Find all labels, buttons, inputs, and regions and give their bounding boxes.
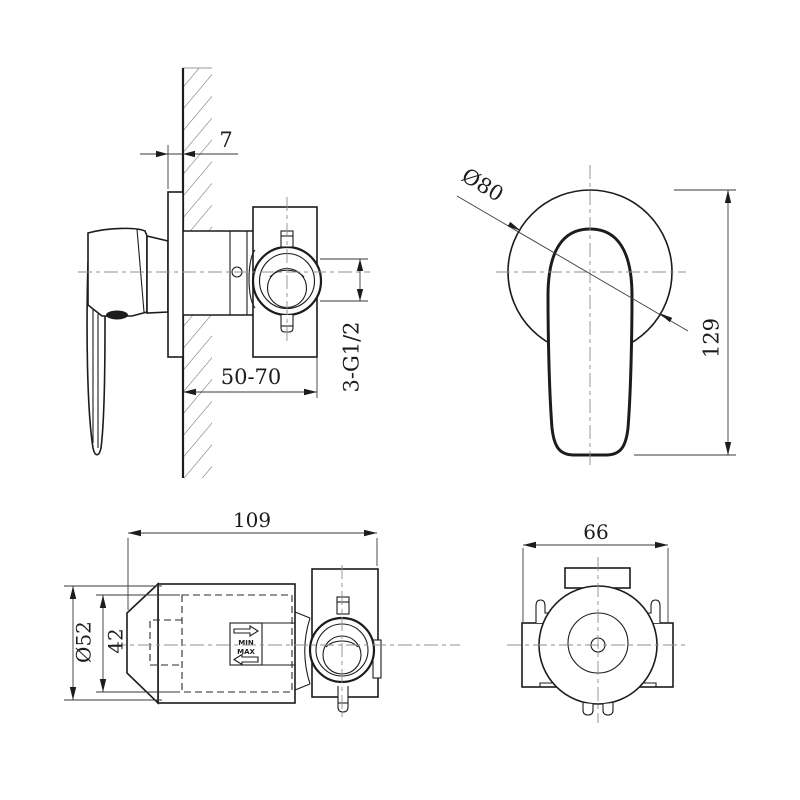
dim-overall-length: 109 — [127, 508, 378, 610]
wall-plate-side — [167, 191, 184, 358]
dim-label-plate-offset: 7 — [219, 128, 232, 152]
max-label: MAX — [237, 648, 255, 656]
bottom-tab-right — [602, 703, 614, 716]
dim-label-plate-diameter: Ø80 — [458, 163, 508, 206]
dim-label-plate-diameter-top: Ø52 — [72, 621, 96, 663]
mounting-box-side — [231, 206, 323, 358]
dim-plate-diameter-top: Ø52 — [64, 585, 162, 701]
mounting-box-top-view — [308, 568, 382, 713]
pipe-through-wall — [183, 230, 253, 316]
dim-label-overall-width: 66 — [583, 520, 608, 544]
max-arrow-icon — [232, 653, 259, 666]
min-arrow-icon — [233, 625, 260, 637]
min-max-marker: MIN MAX — [229, 622, 295, 666]
hub-connector-top — [294, 611, 311, 691]
top-view: MIN MAX — [64, 508, 460, 720]
dim-label-overall-height: 129 — [700, 318, 724, 358]
top-box-back-view — [564, 567, 631, 589]
dim-overall-width: 66 — [522, 520, 669, 622]
mixer-body-side — [87, 227, 169, 320]
dim-label-overall-length: 109 — [233, 508, 271, 532]
dim-inner-box-width: 42 — [96, 594, 180, 693]
dim-label-inner-box-width: 42 — [104, 628, 128, 653]
lever-slot — [106, 310, 128, 320]
hidden-box-outline — [149, 594, 293, 693]
side-section-view: 7 50-70 3-G1/2 — [78, 67, 370, 478]
front-view: Ø80 129 — [456, 163, 736, 468]
plate-top-view — [126, 582, 159, 705]
body-top-view — [157, 583, 296, 704]
dim-installation-depth: 50-70 — [183, 357, 318, 398]
min-label: MIN — [238, 639, 254, 647]
dim-label-thread-spec: 3-G1/2 — [340, 321, 364, 392]
top-pin-top-view — [336, 596, 350, 615]
wall-hatch-upper — [183, 68, 212, 231]
body-collar — [146, 234, 169, 314]
dim-label-installation-depth: 50-70 — [221, 365, 282, 389]
dim-plate-offset: 7 — [140, 128, 238, 189]
wall-hatch-lower — [183, 315, 212, 478]
dim-thread-spec: 3-G1/2 — [320, 258, 368, 393]
bottom-pin-top-view — [337, 686, 349, 713]
bottom-tab-left — [582, 703, 594, 716]
back-view: 66 — [507, 520, 689, 723]
dim-overall-height: 129 — [634, 189, 736, 456]
